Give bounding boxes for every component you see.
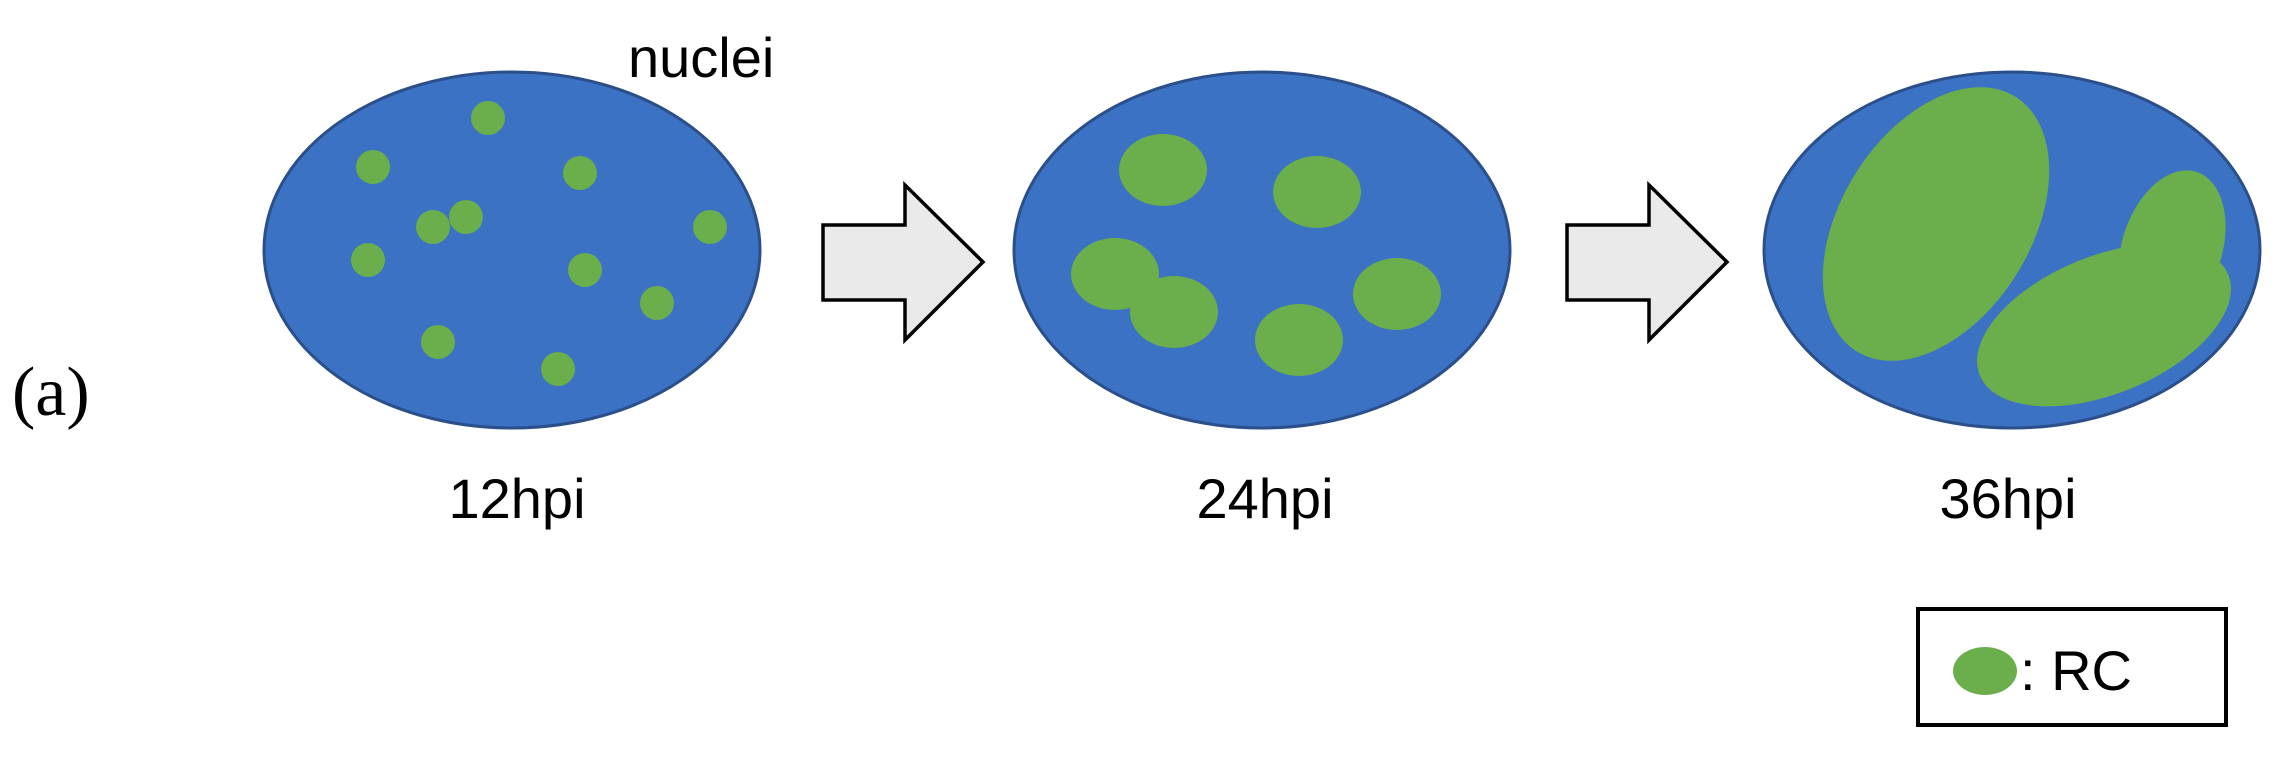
time-label: 12hpi: [448, 467, 585, 530]
rc-focus: [1119, 134, 1207, 206]
rc-dot: [356, 150, 390, 184]
rc-foci: [1071, 134, 1441, 376]
stage-24hpi: 24hpi: [1012, 70, 1512, 530]
rc-focus: [1071, 238, 1159, 310]
stage-36hpi: 36hpi: [1762, 70, 2262, 530]
rc-dot: [351, 243, 385, 277]
time-label: 24hpi: [1196, 467, 1333, 530]
rc-dot: [563, 156, 597, 190]
rc-focus: [1255, 304, 1343, 376]
panel-label: (a): [12, 354, 90, 431]
legend-text: : RC: [2020, 639, 2132, 702]
rc-dot: [471, 101, 505, 135]
stage-12hpi: 12hpi: [262, 70, 762, 530]
rc-dot: [693, 210, 727, 244]
rc-large-right-lobe: [2118, 170, 2226, 326]
rc-focus: [1130, 276, 1218, 348]
legend-rc-symbol: [1953, 647, 2017, 695]
nucleus-label: nuclei: [628, 26, 774, 89]
rc-dots: [351, 101, 727, 386]
rc-dot: [416, 210, 450, 244]
rc-dot: [421, 325, 455, 359]
rc-dot: [541, 352, 575, 386]
rc-dot: [568, 253, 602, 287]
rc-dot: [640, 286, 674, 320]
time-label: 36hpi: [1939, 467, 2076, 530]
progression-arrow: [821, 180, 986, 345]
nucleus: [262, 70, 762, 430]
rc-focus: [1353, 258, 1441, 330]
rc-merged: [1822, 87, 2231, 407]
rc-dot: [449, 200, 483, 234]
legend: : RC: [1916, 607, 2228, 727]
rc-large-left: [1822, 87, 2050, 361]
rc-focus: [1273, 156, 1361, 228]
progression-arrow: [1565, 180, 1730, 345]
